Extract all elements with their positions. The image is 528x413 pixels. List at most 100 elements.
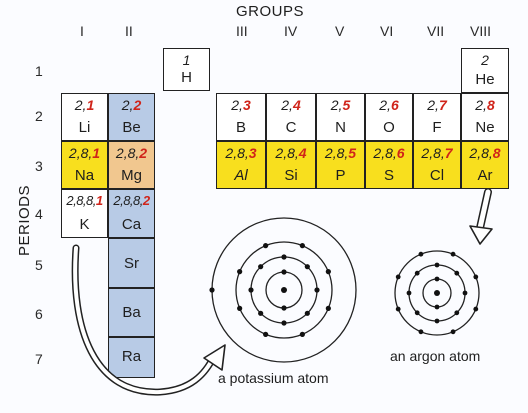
argon-arrow: [469, 188, 493, 245]
element-n-symbol: N: [335, 119, 346, 136]
element-cell-sr: Sr: [108, 238, 155, 288]
element-n-outer: 5: [342, 97, 351, 113]
argon-electron: [418, 329, 424, 335]
potassium-electron: [281, 305, 287, 311]
element-he-shell: 2: [481, 52, 489, 68]
element-h-symbol: H: [181, 69, 192, 86]
element-cell-na: 2,8,1 Na: [61, 141, 108, 189]
element-cell-ba: Ba: [108, 288, 155, 337]
element-ca-outer: 2: [142, 193, 150, 208]
argon-atom: [394, 250, 480, 336]
group-label-5: V: [335, 23, 345, 39]
argon-electron: [450, 329, 456, 335]
element-k-config: 2,8,8,: [66, 193, 96, 208]
potassium-electron: [281, 254, 287, 260]
group-label-8: VIII: [470, 23, 492, 39]
element-ar-symbol: Ar: [477, 167, 493, 184]
element-ar-config: 2,8,: [469, 145, 493, 161]
element-o-outer: 6: [390, 97, 399, 113]
element-li-symbol: Li: [78, 119, 91, 136]
element-cell-mg: 2,8,2 Mg: [108, 141, 155, 189]
element-cell-k: 2,8,8,1 K: [61, 189, 108, 238]
group-label-4: IV: [284, 23, 298, 39]
argon-electron: [473, 274, 479, 280]
argon-electron: [434, 318, 440, 324]
potassium-electron: [304, 264, 310, 270]
element-mg-outer: 2: [139, 145, 148, 161]
period-label-6: 6: [35, 306, 43, 322]
element-cell-cl: 2,8,7 Cl: [413, 141, 461, 189]
element-li-outer: 1: [86, 97, 95, 113]
element-cell-si: 2,8,4 Si: [266, 141, 316, 189]
argon-electron: [434, 276, 440, 282]
element-na-config: 2,8,: [68, 145, 93, 161]
argon-electron: [454, 270, 460, 276]
element-sr-symbol: Sr: [124, 255, 139, 272]
element-b-outer: 3: [242, 97, 251, 113]
argon-electron: [395, 306, 401, 312]
element-cell-ar: 2,8,8 Ar: [461, 141, 509, 189]
element-cell-ca: 2,8,8,2 Ca: [108, 189, 155, 238]
potassium-electron: [263, 243, 269, 249]
element-al-symbol: Al: [234, 167, 248, 184]
argon-electron: [395, 274, 401, 280]
element-na-outer: 1: [92, 145, 101, 161]
element-cell-be: 2,2 Be: [108, 93, 155, 141]
element-mg-symbol: Mg: [121, 167, 142, 184]
element-p-outer: 5: [348, 145, 357, 161]
argon-electron: [434, 262, 440, 268]
element-cell-n: 2,5 N: [316, 93, 365, 141]
potassium-electron: [299, 331, 305, 337]
potassium-electron: [237, 269, 243, 275]
element-f-outer: 7: [438, 97, 447, 113]
argon-electron: [414, 310, 420, 316]
element-cell-p: 2,8,5 P: [316, 141, 365, 189]
potassium-electron: [314, 287, 320, 293]
element-cell-h: 1 H: [163, 48, 210, 91]
potassium-electron: [263, 331, 269, 337]
element-b-symbol: B: [235, 119, 246, 136]
potassium-arrow: [71, 244, 226, 396]
element-cell-s: 2,8,6 S: [365, 141, 413, 189]
potassium-electron: [304, 310, 310, 316]
element-cell-he: 2 He: [461, 48, 509, 93]
group-label-3: III: [236, 23, 248, 39]
element-s-outer: 6: [396, 145, 405, 161]
element-ca-config: 2,8,8,: [113, 193, 143, 208]
potassium-electron: [237, 305, 243, 311]
element-k-symbol: K: [79, 216, 90, 233]
element-cell-f: 2,7 F: [413, 93, 461, 141]
element-p-symbol: P: [335, 167, 346, 184]
element-ne-outer: 8: [486, 97, 495, 113]
period-label-2: 2: [35, 108, 43, 124]
potassium-electron: [325, 269, 331, 275]
element-k-outer: 1: [95, 193, 103, 208]
element-cell-li: 2,1 Li: [61, 93, 108, 141]
potassium-atom: [209, 217, 357, 363]
element-si-config: 2,8,: [275, 145, 299, 161]
element-cell-b: 2,3 B: [216, 93, 266, 141]
period-label-7: 7: [35, 351, 43, 367]
element-cell-c: 2,4 C: [266, 93, 316, 141]
element-he-symbol: He: [475, 71, 495, 88]
element-n-config: 2,: [330, 97, 343, 113]
potassium-electron: [325, 305, 331, 311]
element-s-config: 2,8,: [373, 145, 397, 161]
element-f-symbol: F: [432, 119, 442, 136]
potassium-electron: [248, 287, 254, 293]
potassium-nucleus: [281, 287, 287, 293]
argon-electron: [462, 290, 468, 296]
potassium-atom-caption: a potassium atom: [218, 370, 329, 386]
potassium-electron: [258, 310, 264, 316]
group-label-6: VI: [380, 23, 394, 39]
element-c-outer: 4: [292, 97, 301, 113]
element-h-shell: 1: [182, 52, 191, 68]
potassium-electron: [299, 243, 305, 249]
element-cell-ne: 2,8 Ne: [461, 93, 509, 141]
element-ba-symbol: Ba: [122, 304, 141, 321]
element-ne-symbol: Ne: [475, 119, 495, 136]
element-ca-symbol: Ca: [121, 216, 142, 233]
argon-electron: [434, 304, 440, 310]
